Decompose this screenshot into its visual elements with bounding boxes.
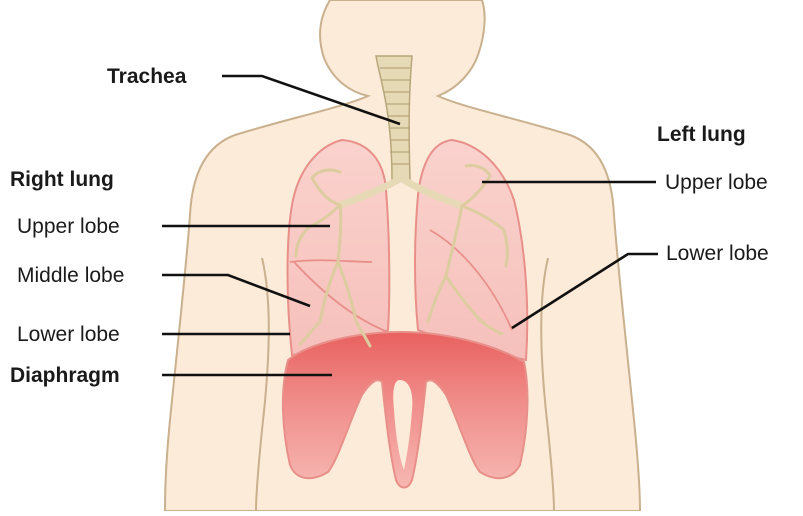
label-right-upper-lobe: Upper lobe (17, 216, 120, 237)
label-right-middle-lobe: Middle lobe (17, 265, 124, 286)
label-diaphragm: Diaphragm (10, 365, 120, 386)
label-left-lower-lobe: Lower lobe (666, 243, 769, 264)
label-right-lung: Right lung (10, 169, 114, 190)
label-trachea: Trachea (107, 66, 186, 87)
label-left-upper-lobe: Upper lobe (665, 172, 768, 193)
label-right-lower-lobe: Lower lobe (17, 324, 120, 345)
label-left-lung: Left lung (657, 124, 746, 145)
